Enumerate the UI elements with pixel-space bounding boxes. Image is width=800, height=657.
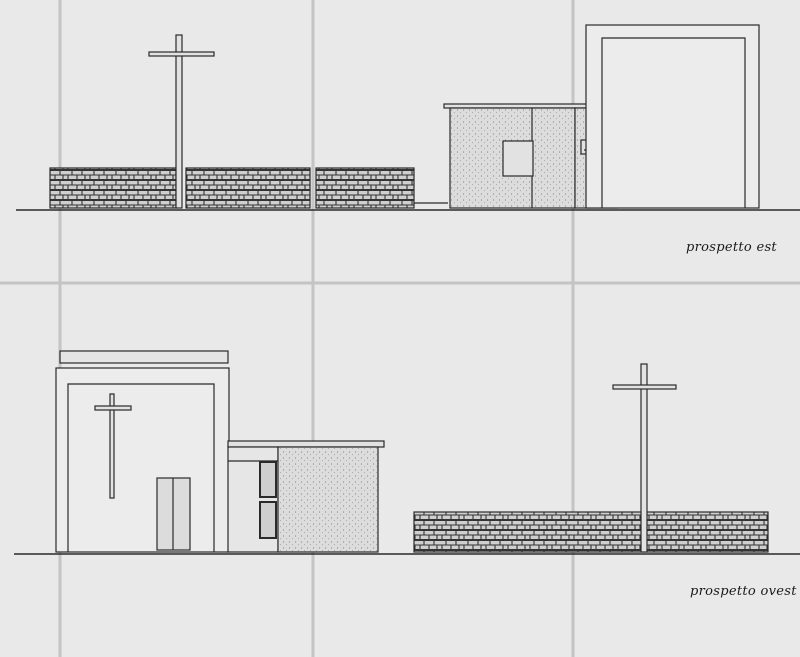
- west-elevation: [14, 350, 800, 555]
- west-cross: [612, 363, 677, 553]
- west-church-cross: [109, 393, 115, 499]
- east-stone-wall-right: [315, 167, 415, 209]
- east-stone-wall-middle: [185, 167, 311, 209]
- east-elevation: [16, 24, 800, 211]
- caption-prospetto-est: prospetto est: [686, 240, 777, 255]
- caption-prospetto-ovest: prospetto ovest: [690, 584, 797, 599]
- west-church-block: [55, 350, 230, 553]
- east-stone-wall-left: [49, 167, 177, 209]
- west-annex: [227, 440, 385, 553]
- west-annex-window-bottom: [259, 501, 277, 539]
- east-window-square: [502, 140, 534, 177]
- east-church-facade: [585, 24, 760, 209]
- west-stone-wall: [413, 511, 769, 553]
- west-annex-window-top: [259, 461, 277, 498]
- east-cross: [148, 34, 215, 209]
